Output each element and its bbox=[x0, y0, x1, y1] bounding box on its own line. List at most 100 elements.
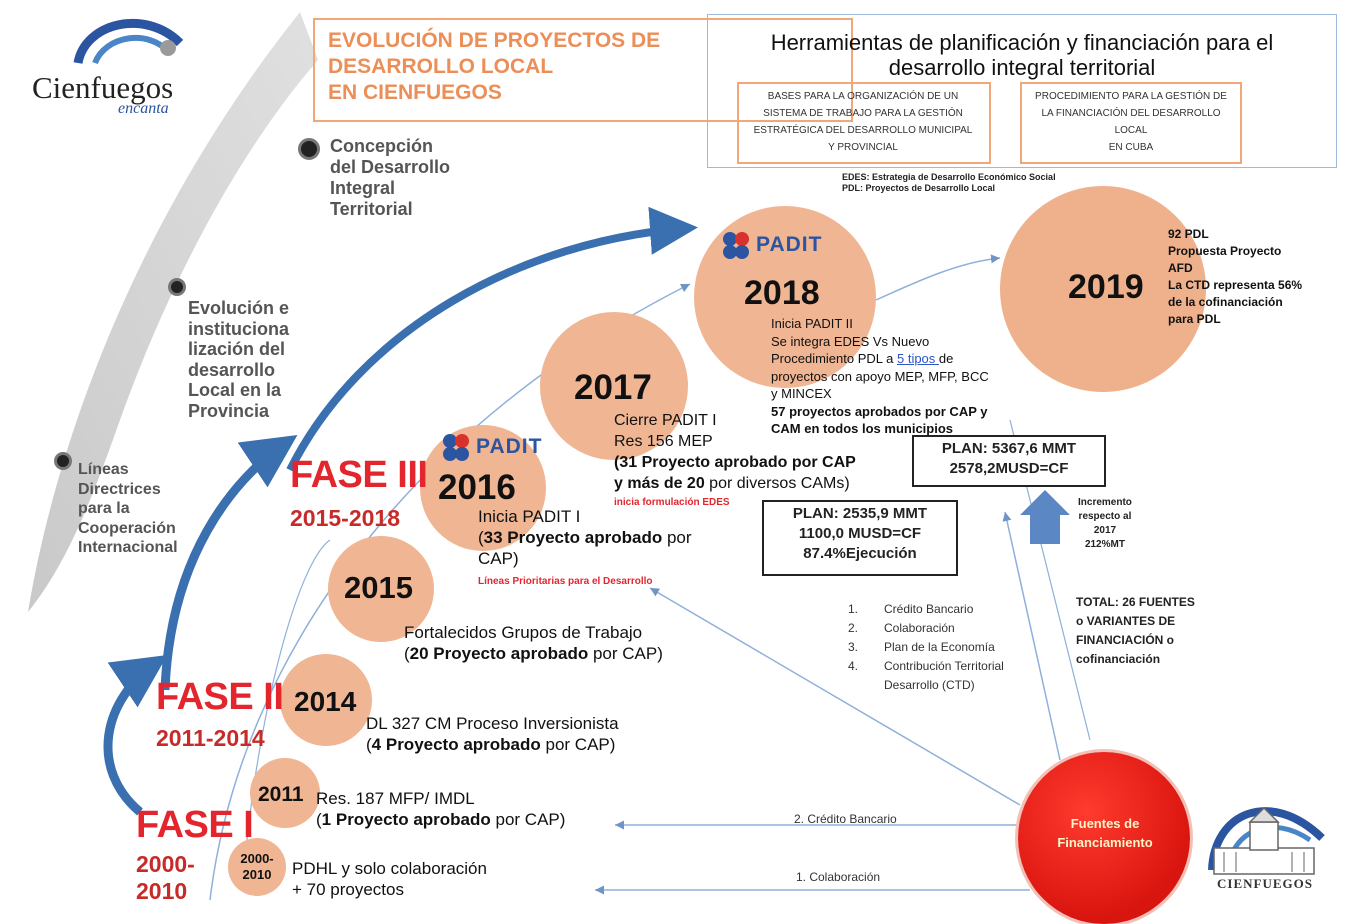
tool-1-line: BASES PARA LA ORGANIZACIÓN DE UN bbox=[767, 91, 959, 102]
source-num: 1. bbox=[848, 602, 859, 616]
desc-line: Res 156 MEP bbox=[614, 433, 713, 450]
total-line: o VARIANTES DE bbox=[1076, 614, 1176, 628]
desc-line: proyectos con apoyo MEP, MFP, BCC bbox=[771, 368, 989, 384]
fase-range: 2015-2018 bbox=[290, 505, 400, 531]
year-label-2000: 2000- 2010 bbox=[232, 851, 282, 883]
padit-logo-2016: PADIT bbox=[438, 430, 542, 464]
phase-label-line: lización del bbox=[188, 339, 286, 359]
year-circle-2000 bbox=[228, 838, 286, 896]
plan-box-2016: PLAN: 2535,9 MMT 1100,0 MUSD=CF 87.4%Eje… bbox=[762, 500, 958, 576]
source-item: 1. Crédito Bancario bbox=[848, 600, 1004, 619]
logo-name: Cienfuegos bbox=[32, 70, 174, 105]
plan-line: PLAN: 5367,6 MMT bbox=[941, 440, 1077, 457]
increment-line: 2017 bbox=[1093, 525, 1117, 536]
year-desc-2011: Res. 187 MFP/ IMDL (1 Proyecto aprobado … bbox=[316, 788, 565, 830]
source-text: Plan de la Economía bbox=[884, 640, 995, 654]
desc-part: por CAP) bbox=[588, 644, 663, 663]
tipos-link[interactable]: 5 tipos bbox=[896, 351, 939, 366]
desc-part: Procedimiento PDL a bbox=[771, 351, 897, 366]
desc-line: Inicia PADIT I bbox=[478, 507, 581, 526]
source-text: Contribución Territorial bbox=[884, 659, 1004, 673]
fase-range: 2010 bbox=[136, 878, 188, 904]
source-text: Desarrollo (CTD) bbox=[884, 678, 975, 692]
year-desc-2018: Inicia PADIT II Se integra EDES Vs Nuevo… bbox=[771, 315, 989, 438]
desc-line: (1 Proyecto aprobado por CAP) bbox=[316, 809, 565, 830]
tool-box-2 bbox=[1020, 82, 1242, 164]
phase-label-concepcion: Concepción del Desarrollo Integral Terri… bbox=[330, 136, 450, 220]
source-item: 4.Contribución Territorial bbox=[848, 657, 1004, 676]
year-circle-2017 bbox=[540, 312, 688, 460]
desc-part: por diversos CAMs) bbox=[704, 475, 850, 492]
tools-title: Herramientas de planificación y financia… bbox=[712, 30, 1332, 80]
tool-1-line: ESTRATÉGICA DEL DESARROLLO MUNICIPAL bbox=[753, 125, 973, 136]
year-label-line: 2000- bbox=[240, 851, 274, 866]
tool-1-text: BASES PARA LA ORGANIZACIÓN DE UN SISTEMA… bbox=[737, 88, 989, 156]
fase-1: FASE I 2000- 2010 bbox=[136, 804, 254, 905]
year-circle-2015 bbox=[328, 536, 434, 642]
total-sources-note: TOTAL: 26 FUENTES o VARIANTES DE FINANCI… bbox=[1076, 593, 1195, 669]
tools-box bbox=[707, 14, 1337, 168]
tool-2-line: LOCAL bbox=[1114, 125, 1148, 136]
desc-line: 92 PDL bbox=[1168, 227, 1209, 241]
desc-bold: 20 Proyecto aprobado bbox=[409, 644, 589, 663]
desc-part: ( bbox=[366, 735, 372, 754]
year-circle-2019 bbox=[1000, 186, 1206, 392]
logo-tagline: encanta bbox=[118, 100, 169, 117]
year-label-line: 2010 bbox=[242, 867, 272, 882]
year-desc-2019: 92 PDL Propuesta Proyecto AFD La CTD rep… bbox=[1168, 226, 1302, 328]
desc-part: por CAP) bbox=[540, 735, 616, 754]
fuentes-label: Fuentes de Financiamiento bbox=[1030, 814, 1180, 852]
source-text: Colaboración bbox=[884, 621, 955, 635]
phase-arrow-1 bbox=[103, 655, 168, 816]
emblem-building-icon bbox=[1208, 806, 1325, 875]
phase-label-line: Líneas bbox=[78, 461, 129, 478]
phase-label-line: instituciona bbox=[188, 318, 290, 339]
padit-logo-2018: PADIT bbox=[718, 228, 822, 262]
milestone-dot-icon bbox=[298, 138, 320, 160]
phase-label-line: Integral bbox=[330, 178, 396, 198]
phase-label-evolucion: Evolución e instituciona lización del de… bbox=[188, 298, 289, 421]
page-title-line: DESARROLLO LOCAL bbox=[328, 55, 554, 78]
glossary-line: EDES: Estrategia de Desarrollo Económico… bbox=[842, 172, 1056, 182]
desc-line: + 70 proyectos bbox=[292, 880, 404, 899]
desc-line: 57 proyectos aprobados por CAP y bbox=[771, 403, 988, 419]
desc-line: de la cofinanciación bbox=[1168, 295, 1283, 309]
desc-line: (4 Proyecto aprobado por CAP) bbox=[366, 734, 619, 755]
source-item: Desarrollo (CTD) bbox=[848, 676, 1004, 695]
desc-line: CAP) bbox=[478, 549, 519, 568]
source-text: Crédito Bancario bbox=[884, 602, 974, 616]
desc-line: Procedimiento PDL a 5 tipos de bbox=[771, 350, 989, 368]
year-circle-2011 bbox=[250, 758, 320, 828]
desc-line: Se integra EDES Vs Nuevo bbox=[771, 333, 930, 349]
fuentes-line: Fuentes de bbox=[1070, 816, 1140, 831]
year-label-2014: 2014 bbox=[294, 686, 357, 717]
tool-2-line: LA FINANCIACIÓN DEL DESARROLLO bbox=[1041, 108, 1221, 119]
desc-part: ( bbox=[316, 810, 322, 829]
year-label-2011: 2011 bbox=[258, 783, 304, 806]
grey-timeline-arrow bbox=[28, 12, 318, 612]
glossary: EDES: Estrategia de Desarrollo Económico… bbox=[842, 172, 1056, 194]
desc-bold: y más de 20 bbox=[614, 475, 705, 492]
tools-title-line: Herramientas de planificación y financia… bbox=[770, 30, 1274, 55]
desc-line: Inicia PADIT II bbox=[771, 316, 853, 331]
phase-label-line: para la bbox=[78, 500, 130, 517]
plan-line: 2578,2MUSD=CF bbox=[949, 460, 1069, 477]
glossary-line: PDL: Proyectos de Desarrollo Local bbox=[842, 183, 996, 193]
desc-line: DL 327 CM Proceso Inversionista bbox=[366, 714, 619, 733]
phase-label-line: Local en la bbox=[188, 380, 282, 400]
increment-arrow bbox=[1020, 490, 1070, 544]
milestone-dot-icon bbox=[54, 452, 72, 470]
desc-bold: 4 Proyecto aprobado bbox=[371, 735, 541, 754]
phase-label-line: desarrollo bbox=[188, 359, 276, 380]
phase-label-line: Directrices bbox=[78, 480, 161, 498]
padit-icon bbox=[723, 232, 749, 259]
total-line: TOTAL: 26 FUENTES bbox=[1076, 595, 1195, 609]
desc-line: y MINCEX bbox=[771, 386, 832, 401]
fase-name: FASE II bbox=[156, 676, 284, 718]
year-circle-2016 bbox=[420, 425, 546, 551]
desc-part: ( bbox=[478, 528, 484, 547]
desc-part: de bbox=[938, 351, 954, 366]
year-label-2018: 2018 bbox=[744, 274, 820, 312]
year-desc-2000: PDHL y solo colaboración + 70 proyectos bbox=[292, 858, 487, 900]
fase-range: 2011-2014 bbox=[156, 725, 265, 751]
